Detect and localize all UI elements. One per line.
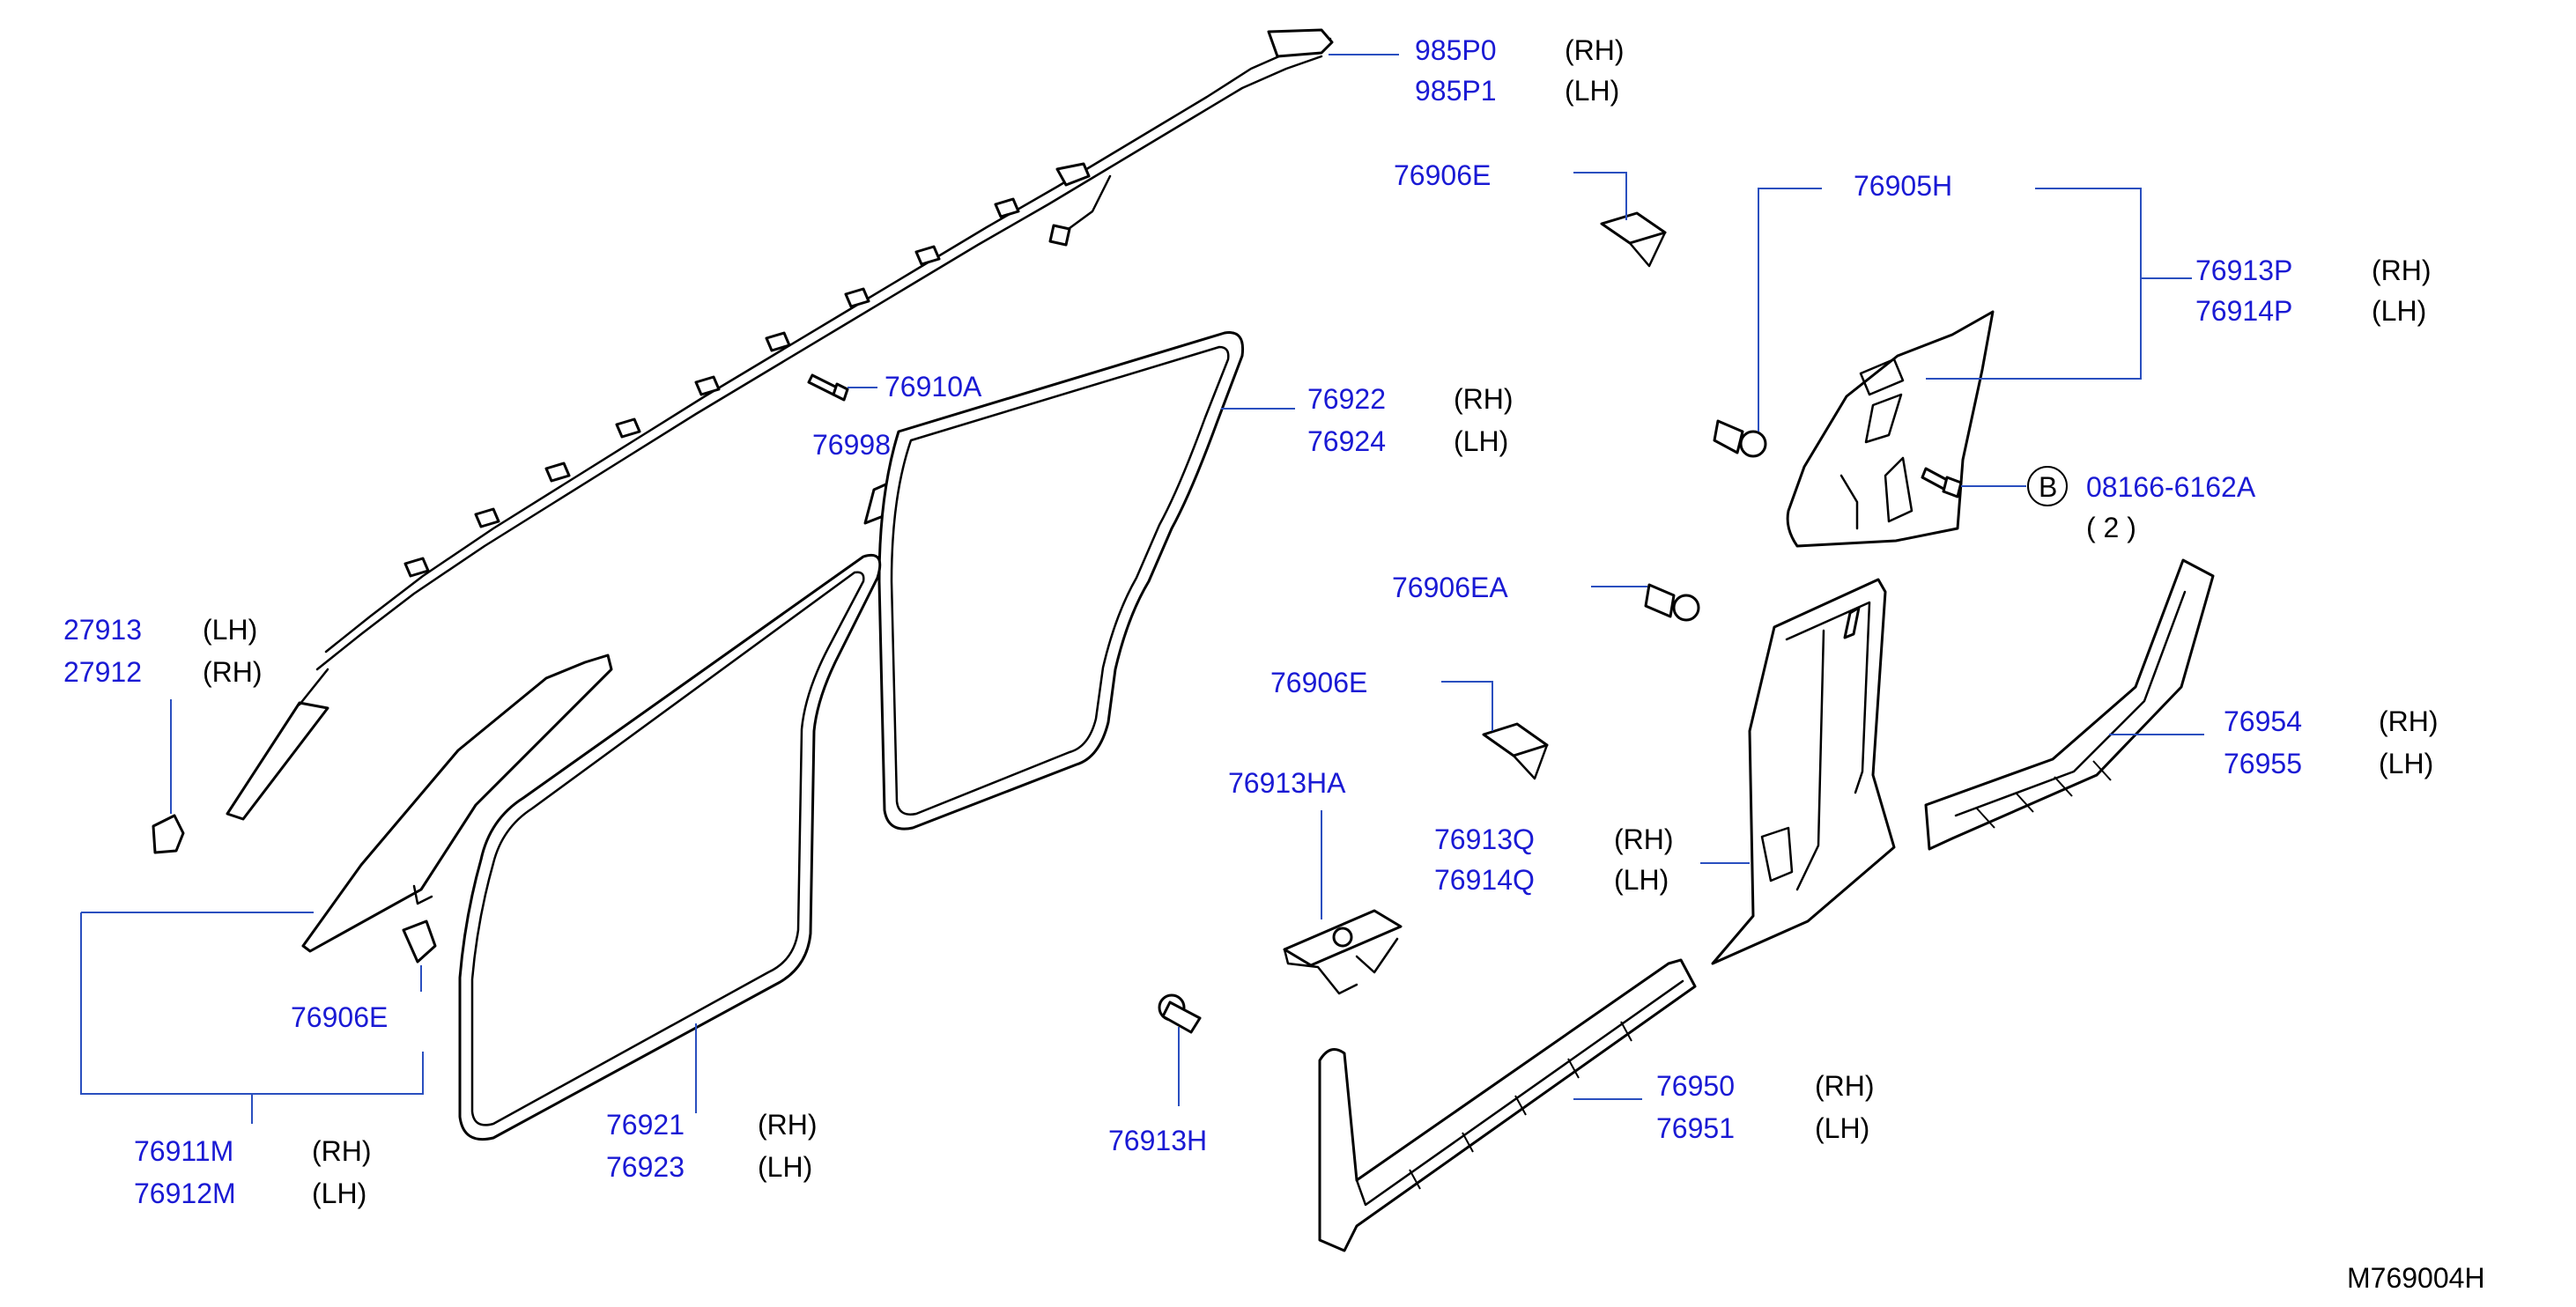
label-985p0-side: (RH) [1565,34,1625,66]
leader-76906e-top [1573,172,1627,220]
leader-76906e-mid [1441,681,1493,731]
label-76914p-side: (LH) [2372,295,2426,327]
label-76951: 76951 [1656,1112,1735,1144]
label-985p0: 985P0 [1415,34,1497,66]
label-76922: 76922 [1307,383,1386,415]
label-76913p: 76913P [2195,255,2292,286]
label-76913q-side: (RH) [1614,823,1674,855]
label-76924-side: (LH) [1454,425,1508,457]
label-76912m-side: (LH) [312,1178,366,1209]
label-76954-side: (RH) [2379,705,2439,737]
bracket-76913ha-drawing [1283,909,1403,995]
label-76905h: 76905H [1854,170,1952,202]
label-76954: 76954 [2224,705,2302,737]
label-76913ha: 76913HA [1228,767,1346,799]
label-76924: 76924 [1307,425,1386,457]
label-76906e-left: 76906E [291,1001,388,1033]
label-76923-side: (LH) [758,1151,812,1183]
label-76921: 76921 [606,1109,685,1141]
leader-lines [80,54,2204,1124]
label-76922-side: (RH) [1454,383,1514,415]
label-76910a: 76910A [885,371,982,402]
label-76914p: 76914P [2195,295,2292,327]
pushpin-76905h-drawing [1713,419,1767,458]
label-27913: 27913 [63,614,142,646]
clip-76906e-mid-drawing [1482,722,1549,780]
clip-76906ea-drawing [1644,583,1700,622]
labels: 985P0 (RH) 985P1 (LH) 76906E 76905H 7691… [63,34,2485,1294]
label-76906e-mid: 76906E [1270,667,1367,698]
label-76955-side: (LH) [2379,748,2433,779]
pillar-trim-lower-drawing [1711,578,1896,965]
label-qty: ( 2 ) [2086,512,2136,543]
weatherstrip-front-drawing [458,554,882,1141]
label-76906ea: 76906EA [1392,572,1508,603]
label-27912-side: (RH) [203,656,263,688]
leader-76913p [1926,188,2142,380]
label-76912m: 76912M [134,1178,236,1209]
kick-plate-front-drawing [1318,958,1697,1252]
label-76913p-side: (RH) [2372,255,2432,286]
pushpin-76913h-drawing [1158,993,1202,1034]
label-76950: 76950 [1656,1070,1735,1102]
label-76951-side: (LH) [1815,1112,1869,1144]
bolt-08166-drawing [1921,467,1963,498]
label-76913h: 76913H [1108,1125,1207,1156]
diagram-reference-code: M769004H [2347,1262,2485,1294]
label-76913q: 76913Q [1434,823,1535,855]
label-76950-side: (RH) [1815,1070,1875,1102]
screw-76910a-drawing [807,373,849,402]
weatherstrip-rear-drawing [877,331,1245,831]
label-76911m-side: (RH) [312,1135,372,1167]
kick-plate-rear-drawing [1924,558,2215,851]
label-76921-side: (RH) [758,1109,818,1141]
leader-76905h [1758,188,1822,432]
label-985p1: 985P1 [1415,75,1497,107]
label-08166: 08166-6162A [2086,471,2256,503]
label-76914q-side: (LH) [1614,864,1669,896]
label-985p1-side: (LH) [1565,75,1619,107]
circle-b-marker: B [2027,466,2068,506]
label-27913-side: (LH) [203,614,257,646]
curtain-airbag-drawing [226,28,1334,821]
pillar-garnish-a-drawing [301,654,613,953]
label-76906e-top: 76906E [1394,159,1491,191]
label-76914q: 76914Q [1434,864,1535,896]
pillar-trim-upper-drawing [1786,310,1995,548]
label-76998: 76998 [812,429,891,461]
label-76923: 76923 [606,1151,685,1183]
label-27912: 27912 [63,656,142,688]
label-b-circle: B [2039,471,2057,503]
label-76911m: 76911M [134,1135,233,1167]
leader-76911m [80,912,424,1124]
clip-76906e-left-drawing [402,919,437,964]
label-76955: 76955 [2224,748,2302,779]
bracket-27913-drawing [152,814,185,854]
clip-76906e-top-drawing [1600,211,1667,268]
